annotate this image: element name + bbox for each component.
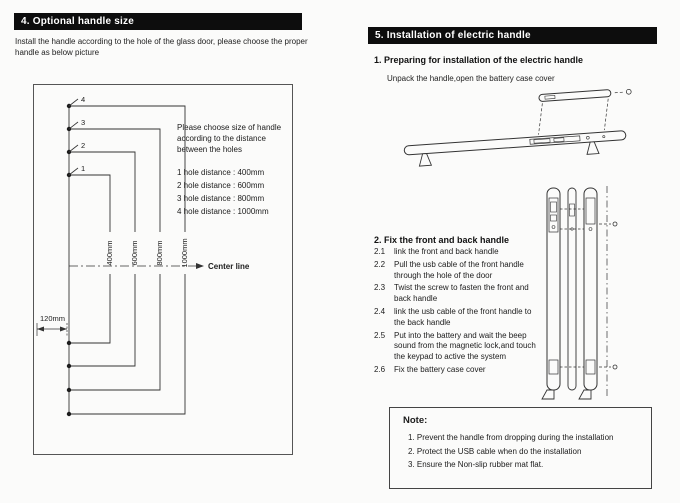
section4-header: 4. Optional handle size	[14, 13, 302, 30]
handle-bar	[403, 130, 627, 156]
size-choice-note: Please choose size of handle according t…	[177, 122, 293, 218]
battery-module	[585, 197, 596, 225]
dim-label-400: 400mm	[105, 240, 114, 265]
step-text: link the usb cable of the front handle t…	[394, 306, 532, 327]
loop-600mm	[69, 151, 136, 367]
step-number: 2.5	[374, 330, 386, 340]
prep-step-body: Unpack the handle,open the battery case …	[387, 74, 555, 83]
note-item: 1. Prevent the handle from dropping duri…	[408, 433, 614, 442]
step-number: 2.3	[374, 283, 386, 293]
step-text: Pull the usb cable of the front handle t…	[394, 259, 524, 280]
fix-steps-list: 2.1 link the front and back handle 2.2 P…	[374, 247, 538, 378]
screw	[612, 364, 618, 370]
handle-size-diagram-box: 400mm 600mm 800mm 1000mm Center line 4 3	[33, 84, 293, 455]
battery-compartment	[529, 135, 581, 145]
note-box: Note: 1. Prevent the handle from droppin…	[389, 407, 652, 489]
handle-foot	[418, 153, 433, 167]
handle-foot	[541, 389, 555, 400]
step-text: Put into the battery and wait the beep s…	[394, 330, 536, 362]
screw	[612, 221, 618, 227]
step-item: 2.5 Put into the battery and wait the be…	[374, 331, 538, 363]
hole-number-4: 4	[81, 95, 85, 104]
step-item: 2.1 link the front and back handle	[374, 247, 538, 258]
prep-step-title: 1. Preparing for installation of the ele…	[374, 55, 584, 65]
center-line-label: Center line	[208, 262, 250, 271]
loop-400mm	[69, 174, 111, 344]
section5-header: 5. Installation of electric handle	[368, 27, 657, 44]
hole-number-1: 1	[81, 164, 85, 173]
fix-step-title: 2. Fix the front and back handle	[374, 235, 510, 245]
step-text: link the front and back handle	[394, 247, 499, 256]
step-item: 2.3 Twist the screw to fasten the front …	[374, 283, 538, 305]
hole-number-2: 2	[81, 141, 85, 150]
step-number: 2.1	[374, 247, 386, 256]
hole-number-3: 3	[81, 118, 85, 127]
note-item: 3. Ensure the Non-slip rubber mat flat.	[408, 460, 544, 470]
section4-intro: Install the handle according to the hole…	[15, 37, 308, 58]
dim-label-1000: 1000mm	[180, 238, 189, 267]
offset-label: 120mm	[40, 314, 65, 323]
step-number: 2.2	[374, 259, 386, 269]
lock-module	[548, 197, 559, 233]
battery-cover	[538, 89, 612, 102]
hole-distance-list: 1 hole distance : 400mm 2 hole distance …	[177, 166, 293, 219]
note-title: Note:	[403, 415, 428, 426]
distance-item: 3 hole distance : 800mm	[177, 193, 265, 203]
step-number: 2.6	[374, 364, 386, 374]
step-item: 2.4 link the usb cable of the front hand…	[374, 307, 538, 329]
note-item: 2. Protect the USB cable when do the ins…	[408, 446, 582, 456]
distance-item: 4 hole distance : 1000mm	[177, 207, 269, 217]
handle-exploded-horizontal-diagram	[403, 88, 632, 167]
handle-foot	[578, 389, 592, 400]
door-edge	[567, 187, 577, 391]
dim-label-600: 600mm	[130, 240, 139, 265]
handle-front-back-vertical-diagram	[541, 186, 618, 400]
center-line-arrow	[196, 263, 204, 269]
note-items: 1. Prevent the handle from dropping duri…	[400, 431, 641, 472]
handle-size-diagram: 400mm 600mm 800mm 1000mm Center line 4 3	[36, 95, 250, 417]
step-item: 2.6 Fix the battery case cover	[374, 365, 538, 376]
distance-item: 1 hole distance : 400mm	[177, 167, 265, 177]
size-choice-text: Please choose size of handle according t…	[177, 123, 282, 155]
distance-item: 2 hole distance : 600mm	[177, 180, 265, 190]
step-number: 2.4	[374, 306, 386, 316]
handle-foot	[586, 141, 600, 155]
step-text: Fix the battery case cover	[394, 364, 486, 374]
step-text: Twist the screw to fasten the front and …	[394, 283, 529, 304]
step-item: 2.2 Pull the usb cable of the front hand…	[374, 260, 538, 282]
cover-screw	[625, 88, 632, 95]
dim-label-800: 800mm	[155, 240, 164, 265]
